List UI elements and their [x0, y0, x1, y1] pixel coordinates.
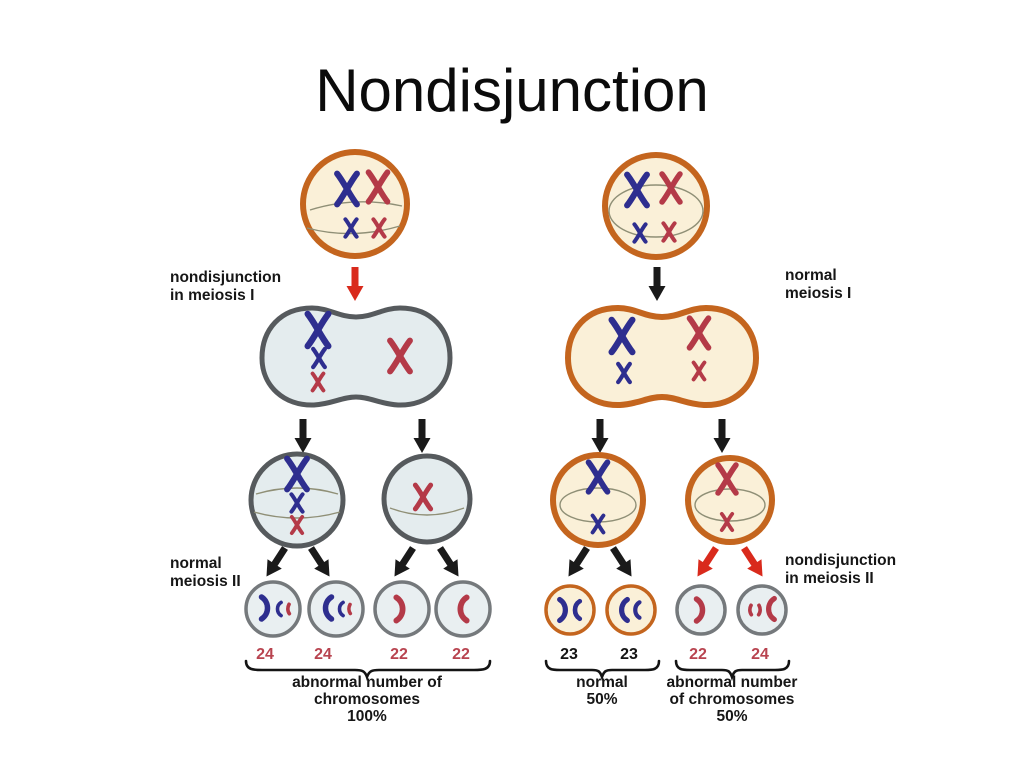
- gamete-arrows-left: [259, 543, 465, 581]
- brace-right-normal: [544, 659, 661, 682]
- count-right-4: 24: [751, 646, 769, 663]
- meiosis1-cell-left: [262, 308, 450, 405]
- outcome-left-line3: 100%: [347, 708, 387, 725]
- gamete-left-4: [434, 580, 492, 638]
- meiosis2-arrows-right: [592, 419, 731, 453]
- label-nondisjunction-meiosis2-line1: nondisjunction: [785, 552, 896, 569]
- meiosis2-cell-right-b: [685, 455, 775, 545]
- gamete-left-3: [373, 580, 431, 638]
- label-normal-meiosis2-line1: normal: [170, 555, 222, 572]
- outcome-normal-line2: 50%: [586, 691, 617, 708]
- count-right-3: 22: [689, 646, 707, 663]
- gamete-left-1: [244, 580, 302, 638]
- outcome-abnormal-line3: 50%: [716, 708, 747, 725]
- brace-right-abnormal: [674, 659, 791, 682]
- count-right-1: 23: [560, 646, 578, 663]
- parent-cell-left: [300, 149, 410, 259]
- count-right-2: 23: [620, 646, 638, 663]
- count-left-1: 24: [256, 646, 274, 663]
- gamete-arrows-right-normal: [561, 543, 638, 581]
- outcome-abnormal-line2: of chromosomes: [670, 691, 795, 708]
- outcome-abnormal-line1: abnormal number: [667, 674, 798, 691]
- label-nondisjunction-meiosis1-line2: in meiosis I: [170, 287, 254, 304]
- count-left-4: 22: [452, 646, 470, 663]
- label-nondisjunction-meiosis1-line1: nondisjunction: [170, 269, 281, 286]
- meiosis1-arrow-right: [649, 267, 666, 301]
- label-nondisjunction-meiosis2-line2: in meiosis II: [785, 570, 874, 587]
- gamete-right-3: [675, 584, 727, 636]
- meiosis2-cell-right-a: [550, 452, 646, 548]
- label-normal-meiosis1-line2: meiosis I: [785, 285, 851, 302]
- label-normal-meiosis2-line2: meiosis II: [170, 573, 241, 590]
- gamete-right-1: [544, 584, 596, 636]
- gamete-arrows-right-nondisjunction: [690, 543, 769, 581]
- meiosis1-arrow-left: [347, 267, 364, 301]
- meiosis1-cell-right: [568, 308, 756, 405]
- brace-left: [244, 659, 492, 682]
- outcome-left-line1: abnormal number of: [292, 674, 443, 691]
- gamete-right-2: [605, 584, 657, 636]
- meiosis2-arrows-left: [295, 419, 431, 453]
- label-normal-meiosis1-line1: normal: [785, 267, 837, 284]
- count-left-3: 22: [390, 646, 408, 663]
- gamete-right-4: [736, 584, 788, 636]
- outcome-normal-line1: normal: [576, 674, 628, 691]
- meiosis2-cell-left-a: [248, 451, 346, 549]
- gamete-left-2: [307, 580, 365, 638]
- slide-title: Nondisjunction: [315, 57, 709, 124]
- outcome-left-line2: chromosomes: [314, 691, 420, 708]
- count-left-2: 24: [314, 646, 332, 663]
- parent-cell-right: [602, 152, 710, 260]
- meiosis2-cell-left-b: [381, 453, 473, 545]
